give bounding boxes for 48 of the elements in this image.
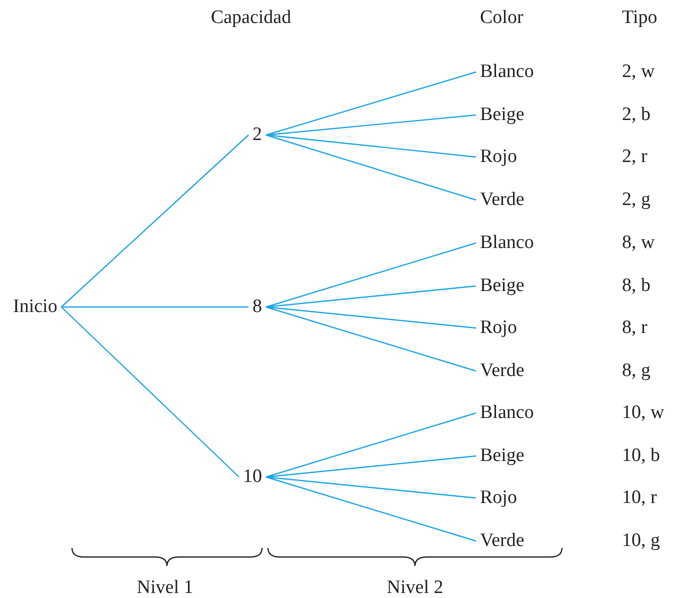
- outcome-label: 8, r: [622, 316, 648, 340]
- branch-line: [60, 306, 240, 478]
- branch-line: [266, 412, 476, 478]
- tree-node-label: Blanco: [476, 401, 538, 425]
- tree-node-label: 2: [248, 123, 266, 147]
- branch-line: [266, 306, 476, 329]
- branch-line: [266, 134, 476, 158]
- tree-node-label: Beige: [476, 103, 528, 127]
- branch-line: [266, 71, 476, 136]
- tree-node-label: Rojo: [476, 316, 521, 340]
- tree-node-label: Inicio: [9, 295, 62, 319]
- tree-node-label: Rojo: [476, 145, 521, 169]
- tree-node-label: Verde: [476, 359, 528, 383]
- tree-node-label: Beige: [476, 444, 528, 468]
- outcome-label: 10, b: [622, 444, 660, 468]
- level-label: Nivel 2: [386, 576, 444, 598]
- column-heading: Color: [480, 6, 524, 30]
- branch-line: [266, 476, 476, 542]
- tree-node-label: Beige: [476, 274, 528, 298]
- branch-line: [61, 306, 248, 308]
- outcome-label: 10, g: [622, 529, 660, 553]
- branch-line: [266, 476, 476, 499]
- branch-line: [266, 242, 476, 308]
- tree-node-label: 10: [239, 465, 266, 489]
- outcome-label: 2, w: [622, 60, 655, 84]
- outcome-label: 10, w: [622, 401, 664, 425]
- branch-line: [266, 306, 476, 372]
- outcome-label: 10, r: [622, 486, 657, 510]
- tree-node-label: Rojo: [476, 486, 521, 510]
- level-label: Nivel 1: [136, 576, 194, 598]
- tree-node-label: Blanco: [476, 60, 538, 84]
- outcome-label: 8, w: [622, 231, 655, 255]
- column-heading: Capacidad: [210, 6, 292, 30]
- outcome-label: 2, g: [622, 188, 650, 212]
- outcome-label: 8, g: [622, 359, 650, 383]
- tree-node-label: Verde: [476, 188, 528, 212]
- column-heading: Tipo: [622, 6, 658, 30]
- outcome-label: 2, r: [622, 145, 648, 169]
- tree-node-label: 8: [248, 295, 266, 319]
- branch-line: [266, 114, 476, 136]
- tree-node-label: Blanco: [476, 231, 538, 255]
- outcome-label: 2, b: [622, 103, 650, 127]
- branch-line: [266, 285, 476, 308]
- branch-line: [60, 134, 249, 308]
- branch-line: [266, 455, 476, 478]
- outcome-label: 8, b: [622, 274, 650, 298]
- tree-node-label: Verde: [476, 529, 528, 553]
- branch-line: [266, 134, 476, 201]
